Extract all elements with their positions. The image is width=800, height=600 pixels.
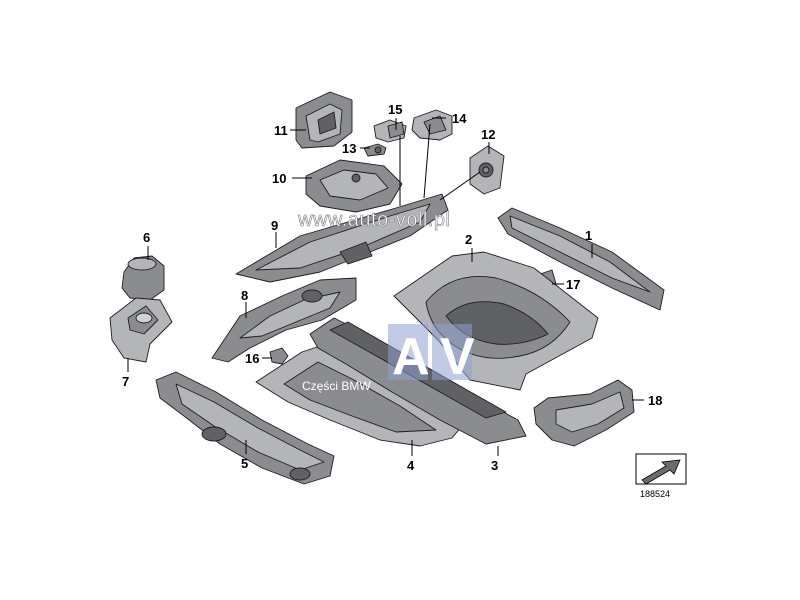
watermark-caption: Części BMW — [302, 379, 371, 393]
part-11-illustration — [295, 91, 353, 149]
watermark-logo-v-box — [432, 324, 472, 380]
part-18-illustration — [533, 379, 635, 447]
callout-1: 1 — [585, 228, 592, 243]
callout-13: 13 — [342, 141, 356, 156]
callout-2: 2 — [465, 232, 472, 247]
watermark-logo-v: V — [440, 328, 475, 386]
watermark-logo-a-box — [388, 324, 428, 380]
leader-lines — [127, 117, 644, 456]
part-12-illustration — [469, 145, 505, 195]
part-7-illustration — [109, 297, 173, 363]
callout-3: 3 — [491, 458, 498, 473]
part-8-illustration — [211, 277, 357, 363]
part-14-illustration — [411, 109, 453, 141]
direction-arrow-icon — [635, 453, 687, 485]
diagram-number: 188524 — [640, 489, 670, 499]
callout-4: 4 — [407, 458, 415, 473]
part-9-illustration — [235, 193, 449, 283]
part-6-illustration — [121, 255, 165, 301]
part-5-illustration — [155, 371, 335, 485]
callout-10: 10 — [272, 171, 286, 186]
callout-18: 18 — [648, 393, 662, 408]
part-13-illustration — [363, 143, 387, 157]
callout-6: 6 — [143, 230, 150, 245]
part-16-illustration — [269, 347, 289, 365]
callout-5: 5 — [241, 456, 248, 471]
part-1-illustration — [497, 207, 665, 311]
part-10-illustration — [305, 159, 403, 213]
callout-labels: 1 2 3 4 5 6 7 8 9 10 11 12 13 14 15 16 1… — [122, 102, 662, 473]
callout-8: 8 — [241, 288, 248, 303]
callout-14: 14 — [452, 111, 467, 126]
watermark-url: www.auto-voll.pl — [297, 209, 451, 231]
callout-11: 11 — [274, 123, 288, 138]
callout-16: 16 — [245, 351, 259, 366]
part-15-illustration — [373, 119, 407, 143]
callout-12: 12 — [481, 127, 495, 142]
callout-7: 7 — [122, 374, 129, 389]
watermark-logo-a: A — [392, 328, 430, 386]
callout-15: 15 — [388, 102, 402, 117]
watermark: www.auto-voll.pl A V Części BMW — [297, 209, 475, 393]
callout-17: 17 — [566, 277, 580, 292]
callout-9: 9 — [271, 218, 278, 233]
